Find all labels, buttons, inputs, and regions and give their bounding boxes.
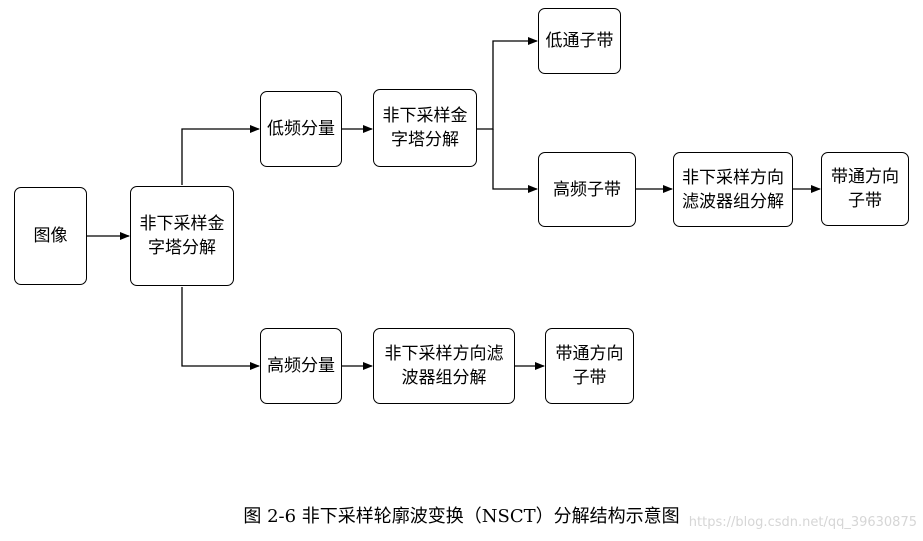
node-bandpass-directional-upper: 带通方向 子带 bbox=[821, 152, 909, 226]
arrow-nsp-to-highfreq bbox=[181, 287, 260, 370]
node-high-frequency: 高频分量 bbox=[260, 328, 342, 404]
node-nsdfb-lower: 非下采样方向滤 波器组分解 bbox=[373, 328, 515, 404]
arrow-nsp-to-lowfreq bbox=[181, 125, 260, 185]
node-highfreq-subband: 高频子带 bbox=[538, 152, 636, 227]
node-lowpass-subband: 低通子带 bbox=[538, 8, 621, 74]
figure-caption: 图 2-6 非下采样轮廓波变换（NSCT）分解结构示意图 bbox=[243, 506, 680, 527]
node-nsp-sub: 非下采样金 字塔分解 bbox=[373, 89, 477, 167]
node-nsp-main: 非下采样金 字塔分解 bbox=[130, 186, 234, 286]
arrow-nspsub-to-highsubband bbox=[492, 129, 538, 193]
node-image: 图像 bbox=[14, 187, 87, 285]
watermark: https://blog.csdn.net/qq_39630875 bbox=[688, 515, 917, 530]
node-low-frequency: 低频分量 bbox=[260, 91, 342, 167]
node-nsdfb-upper: 非下采样方向 滤波器组分解 bbox=[673, 152, 793, 227]
arrow-nspsub-to-lowpass bbox=[477, 37, 538, 130]
node-bandpass-directional-lower: 带通方向 子带 bbox=[545, 328, 634, 404]
